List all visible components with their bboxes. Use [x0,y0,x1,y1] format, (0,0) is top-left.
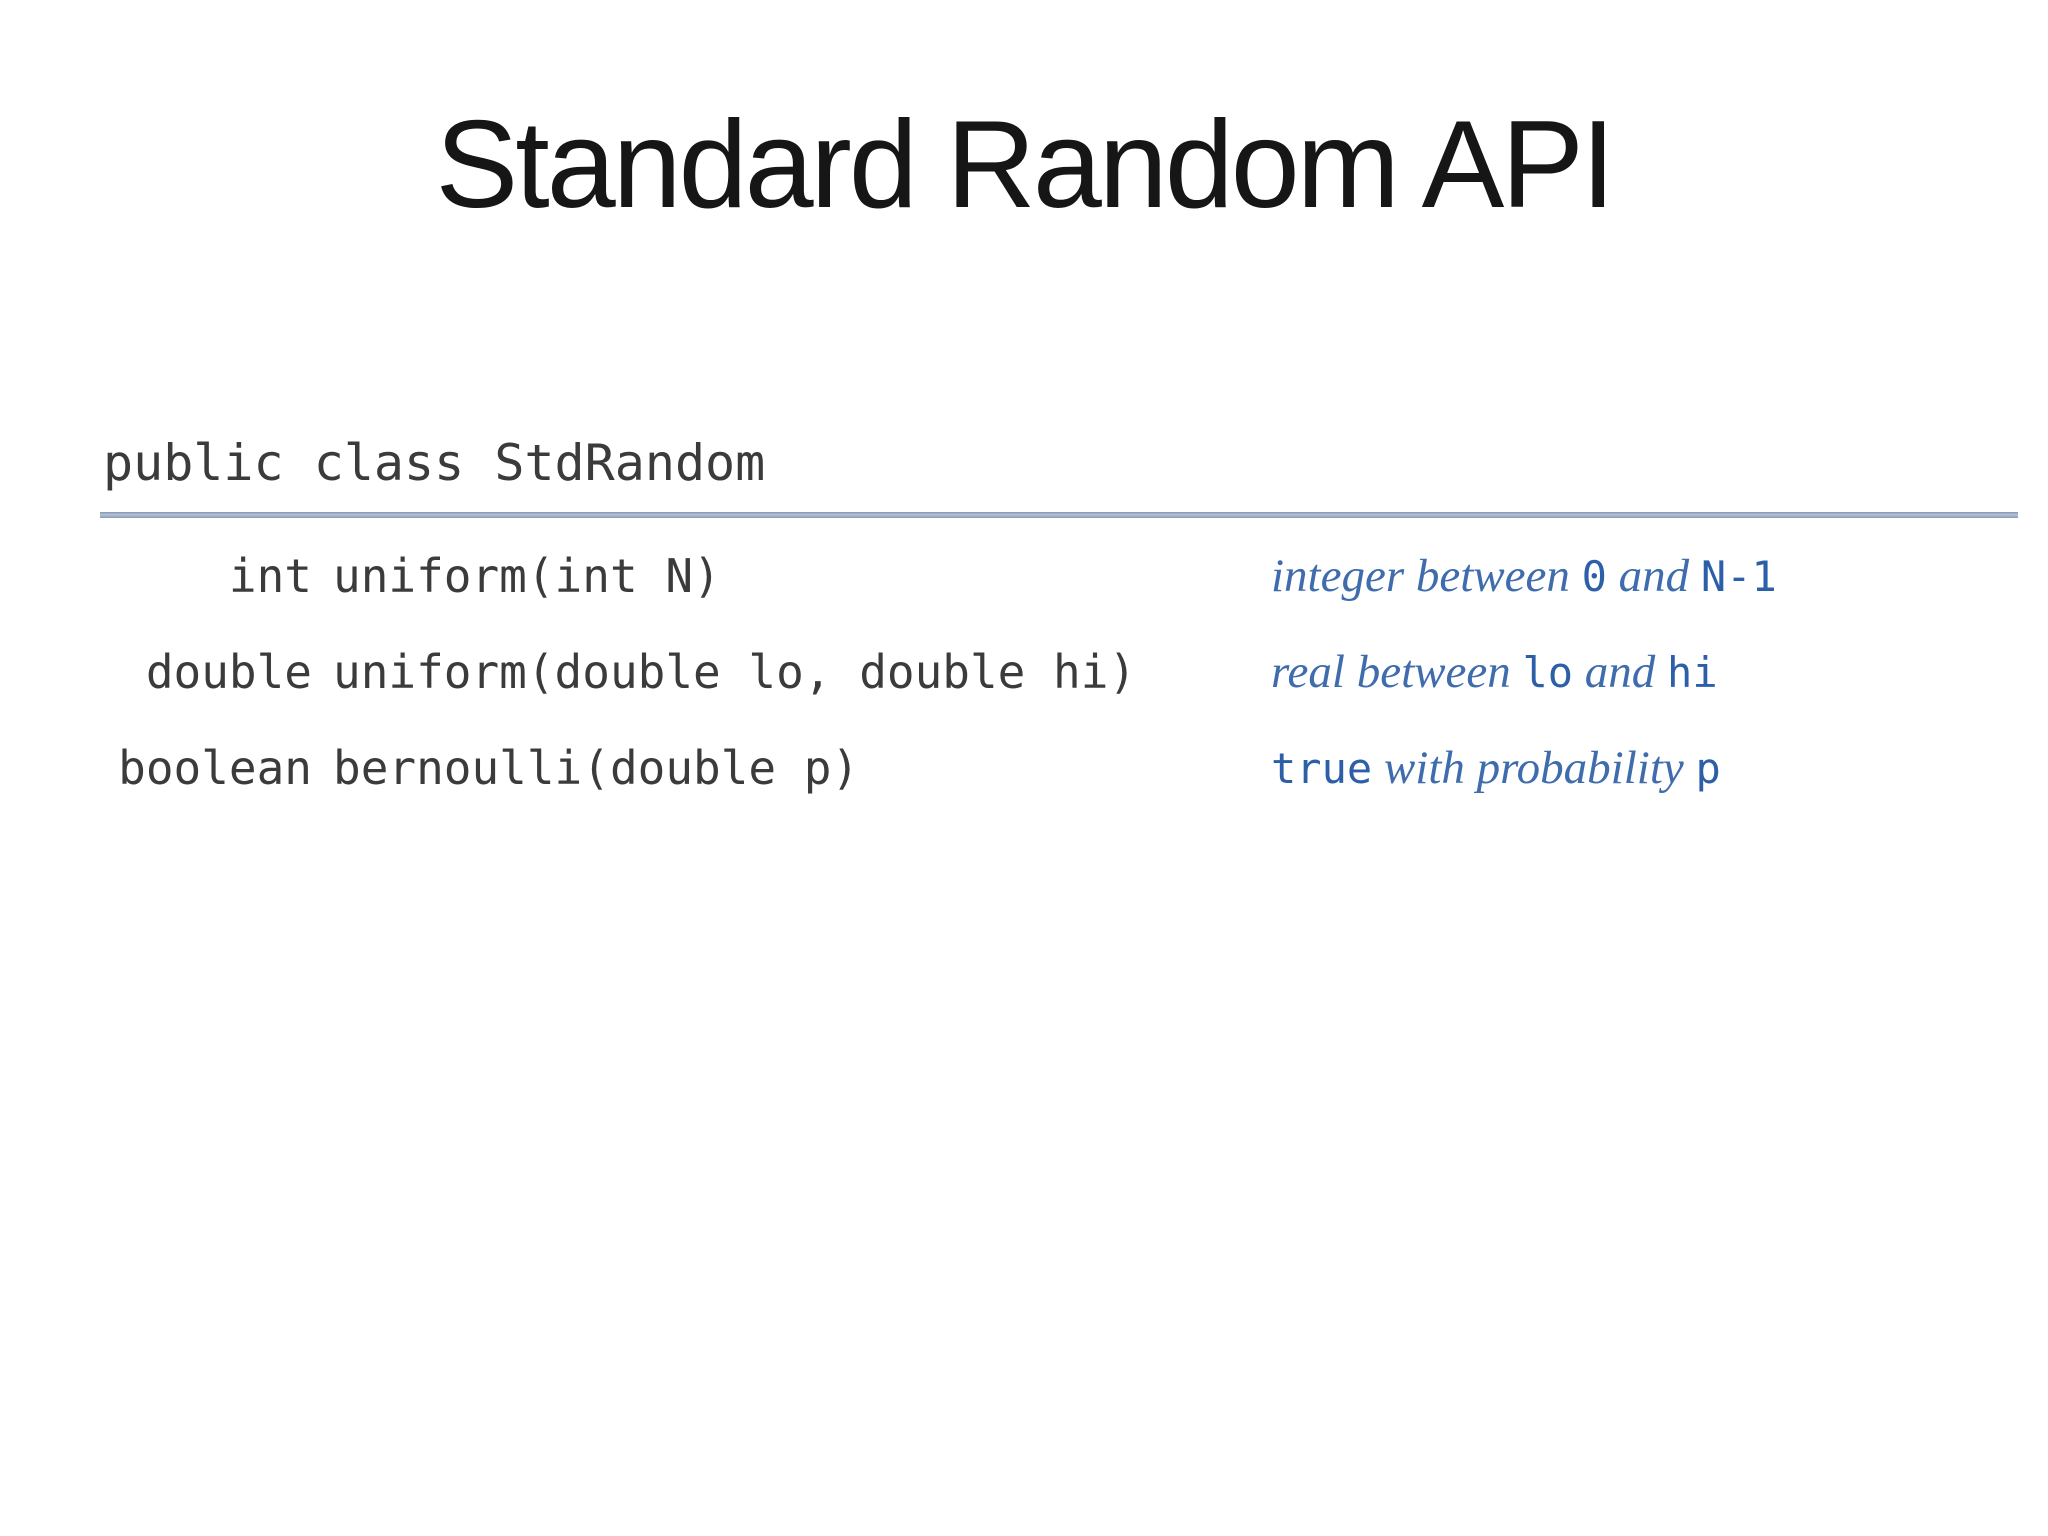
description-code-token: hi [1667,648,1718,697]
class-declaration: public class StdRandom [103,434,766,492]
return-type: int [228,549,312,603]
description-text: and [1606,550,1701,602]
method-signature: uniform(int N) [333,549,721,603]
method-description: real between lo and hi [1271,642,1718,713]
description-code-token: N-1 [1700,552,1777,601]
return-type: double [145,645,312,699]
method-description: true with probability p [1271,738,1721,809]
description-text: integer between [1271,550,1582,602]
method-signature: uniform(double lo, double hi) [333,645,1137,699]
slide-title: Standard Random API [435,96,1616,234]
table-rule-divider [100,512,2018,518]
method-description: integer between 0 and N-1 [1271,546,1777,617]
description-code-token: true [1271,744,1373,793]
description-text: with probability [1372,742,1696,794]
description-text: real between [1271,646,1523,698]
return-type: boolean [118,741,312,795]
description-code-token: lo [1522,648,1574,697]
method-signature: bernoulli(double p) [333,741,860,795]
description-text: and [1573,646,1668,698]
description-code-token: p [1695,744,1721,793]
description-code-token: 0 [1581,552,1607,601]
